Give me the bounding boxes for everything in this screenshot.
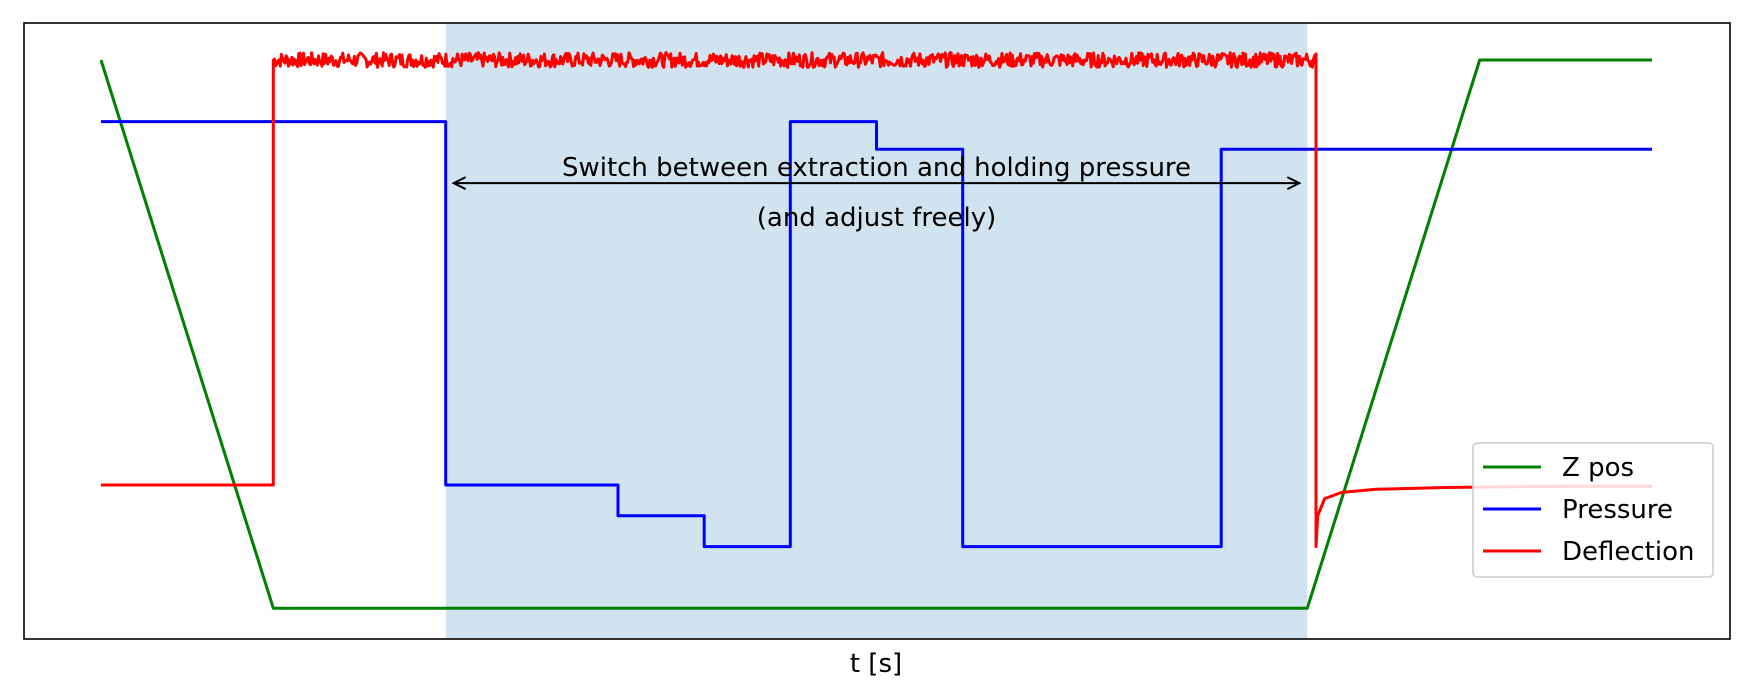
annotation-layer: Switch between extraction and holding pr… (451, 153, 1302, 233)
legend-label-pressure: Pressure (1562, 495, 1673, 525)
series-line-deflection (101, 51, 1652, 549)
annotation-text-line1: Switch between extraction and holding pr… (562, 153, 1191, 183)
series-layer (99, 51, 1652, 610)
plot-frame (23, 22, 1731, 640)
series-line-z-pos (99, 58, 1652, 610)
legend-box (1472, 442, 1714, 578)
annotation-arrowhead-right (1286, 176, 1302, 191)
annotation-arrowhead-left (451, 176, 467, 191)
legend-label-z-pos: Z pos (1562, 453, 1634, 483)
legend-label-deflection: Deflection (1562, 537, 1695, 567)
annotation-text-line2: (and adjust freely) (757, 203, 996, 233)
series-line-pressure (101, 120, 1652, 549)
x-axis-label: t [s] (850, 649, 902, 679)
